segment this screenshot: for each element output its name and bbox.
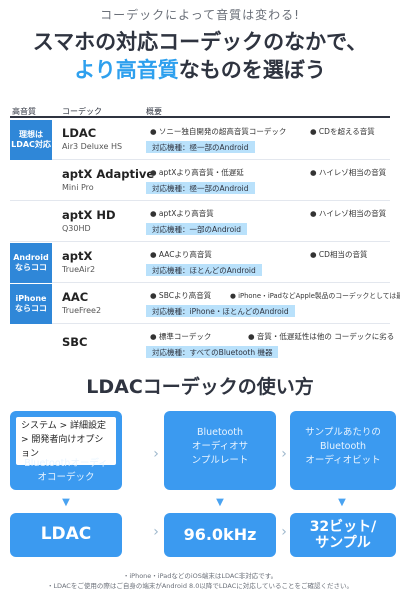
footnote-line: ・iPhone・iPadなどのiOS端末はLDAC非対応です。 [122,572,278,580]
result-bitdepth: 32ビット/ サンプル [290,513,396,557]
feature-b: ● CDを超える音質 [310,127,375,136]
step-label: Bluetooth オーディオサ ンプルレート [191,427,249,466]
hero-header: コーデックによって音質は変わる! スマホの対応コーデックのなかで、 より高音質な… [0,0,400,100]
footnote-line: ・LDACをご使用の際はご自身の端末がAndroid 8.0以降でLDACに対応… [46,582,354,591]
feature-a: ● SBCより高音質 [150,291,212,300]
column-quality: 高音質 [12,107,36,116]
step-box-samplerate: Bluetooth オーディオサ ンプルレート [164,411,276,490]
step-label: サンプルあたりの Bluetooth オーディオビット [305,427,381,466]
howto-title: LDACコーデックの使い方 [86,376,314,398]
table-row: aptX Adaptive Mini Pro ● aptXより高音質・低遅延 ●… [10,161,390,201]
feature-a: ● aptXより高音質 [150,209,214,218]
codec-table: 高音質 コーデック 概要 LDAC Air3 Deluxe HS ● ソニー独自… [10,104,400,358]
badge-text: iPhone ならココ [15,294,47,313]
footnotes: ・iPhone・iPadなどのiOS端末はLDAC非対応です。 ・LDACをご使… [0,571,400,592]
badge-ldac: 理想は LDAC対応 [10,120,52,160]
compat-note: 対応機種：極一部のAndroid [146,141,255,153]
step-box-bitdepth: サンプルあたりの Bluetooth オーディオビット [290,411,396,490]
codec-name: AAC [62,290,89,304]
column-codec: コーデック [62,107,102,116]
feature-a: ● aptXより高音質・低遅延 [150,168,244,177]
table-row: aptX TrueAir2 ● AACより高音質 ● CD相当の音質 対応機種：… [10,243,390,283]
headline: スマホの対応コーデックのなかで、 [32,30,368,54]
column-summary: 概要 [146,107,162,116]
badge-android: Android ならココ [10,243,52,283]
codec-name: SBC [62,335,88,349]
codec-name: aptX [62,249,93,263]
step-label: Bluetoothオーディ オコーデック [24,458,108,483]
kicker-text: コーデックによって音質は変わる! [100,8,300,22]
compat-note: 対応機種：ほとんどのAndroid [146,264,262,276]
feature-a: ● ソニー独自開発の超高音質コーデック [150,127,287,136]
badge-iphone: iPhone ならココ [10,284,52,324]
chevron-right-icon: › [281,446,287,462]
compat-note: 対応機種：iPhone・ほとんどのAndroid [146,305,295,317]
table-row: LDAC Air3 Deluxe HS ● ソニー独自開発の超高音質コーデック … [10,120,390,160]
feature-a: ● 標準コーデック [150,332,212,341]
feature-b: ● CD相当の音質 [310,250,368,259]
result-samplerate: 96.0kHz [164,513,276,557]
compat-note: 対応機種：極一部のAndroid [146,182,255,194]
feature-b: ● ハイレゾ相当の音質 [310,209,387,218]
result-ldac: LDAC [10,513,122,557]
chevron-right-icon: › [281,524,287,540]
table-header: 高音質 コーデック 概要 [10,104,390,118]
menu-path-line: システム > 詳細設定 [21,421,106,431]
compat-note: 対応機種：すべてのBluetooth 機器 [146,346,279,358]
badge-text: Android ならココ [13,253,49,272]
feature-a: ● AACより高音質 [150,250,212,259]
codec-name: aptX HD [62,208,116,222]
feature-b: ● 音質・低遅延性は他の コーデックに劣る [248,332,395,341]
codec-model: Air3 Deluxe HS [62,142,123,151]
chevron-right-icon: › [153,524,159,540]
codec-name: LDAC [62,126,97,140]
badge-text: 理想は LDAC対応 [11,130,51,149]
step-box-codec: システム > 詳細設定 > 開発者向けオプション Bluetoothオーディ オ… [10,411,122,490]
codec-model: Q30HD [62,224,91,233]
table-row: AAC TrueFree2 ● SBCより高音質 ● iPhone・iPadなど… [10,284,400,324]
headline-rest: なものを選ぼう [178,58,326,82]
feature-b: ● iPhone・iPadなどApple製品のコーデックとしては最上位 [230,292,400,300]
table-row: SBC ● 標準コーデック ● 音質・低遅延性は他の コーデックに劣る 対応機種… [10,325,394,363]
codec-name: aptX Adaptive [62,167,155,181]
headline-line-2: より高音質なものを選ぼう [0,54,400,84]
codec-model: Mini Pro [62,183,94,192]
codec-model: TrueFree2 [62,306,102,315]
menu-path: システム > 詳細設定 > 開発者向けオプション [16,417,116,465]
codec-model: TrueAir2 [62,265,96,274]
table-row: aptX HD Q30HD ● aptXより高音質 ● ハイレゾ相当の音質 対応… [10,202,390,242]
menu-path-line: > 開発者向けオプション [21,434,104,459]
arrow-down-icon: ▼ [62,497,70,508]
headline-accent: より高音質 [74,58,179,82]
compat-note: 対応機種：一部のAndroid [146,223,247,235]
arrow-down-icon: ▼ [338,497,346,508]
feature-b: ● ハイレゾ相当の音質 [310,168,387,177]
chevron-right-icon: › [153,446,159,462]
arrow-down-icon: ▼ [216,497,224,508]
